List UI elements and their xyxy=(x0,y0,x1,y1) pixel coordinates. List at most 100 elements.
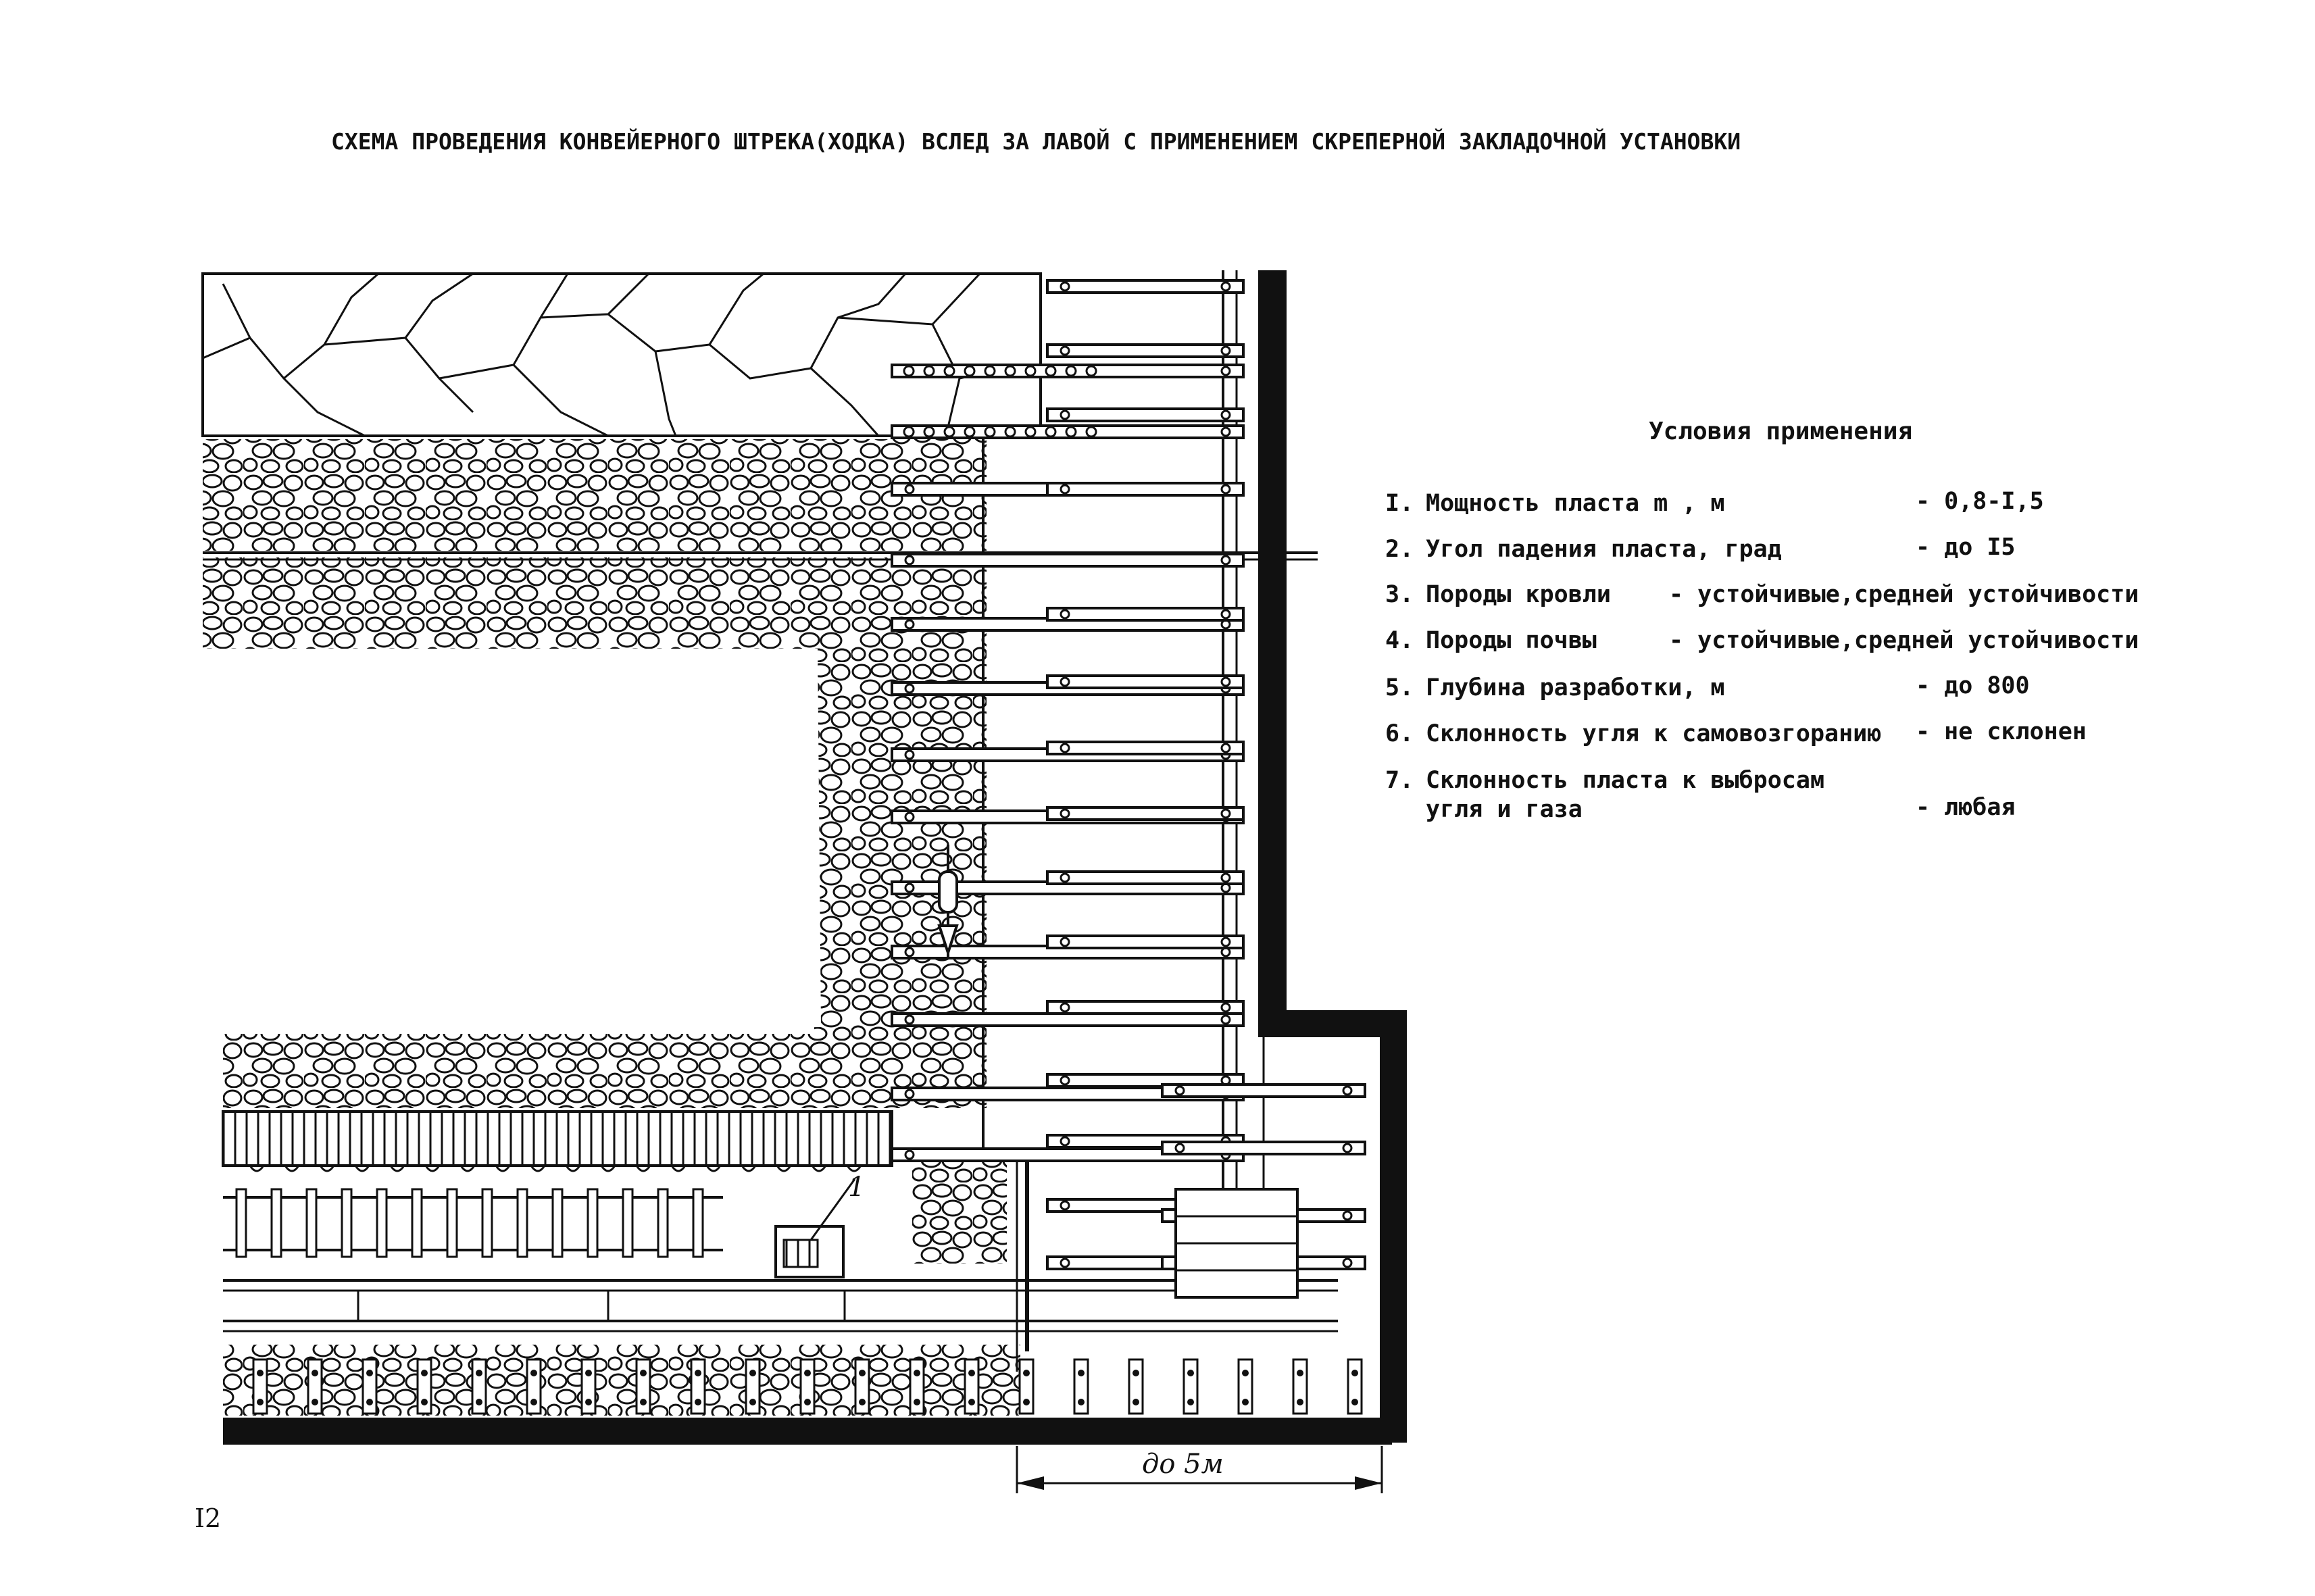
winch-unit xyxy=(774,1178,856,1278)
rail-sleeper xyxy=(587,1188,599,1258)
support-beam xyxy=(1046,870,1245,885)
support-beam xyxy=(1046,674,1245,689)
condition-item: 7.Склонность пласта к выбросам xyxy=(1385,767,1825,794)
arch-prop xyxy=(362,1358,378,1415)
condition-item: 6.Склонность угля к самовозгоранию xyxy=(1385,720,1882,747)
rail-sleeper xyxy=(411,1188,423,1258)
support-beam xyxy=(1161,1141,1366,1155)
arch-prop xyxy=(964,1358,980,1415)
conditions-heading: Условия применения xyxy=(1649,418,1913,445)
conveyor-stud xyxy=(670,1165,687,1172)
arch-prop xyxy=(690,1358,706,1415)
condition-value: - любая xyxy=(1916,794,2016,821)
condition-item: 5.Глубина разработки, м xyxy=(1385,674,1725,701)
conveyor-stud xyxy=(354,1165,370,1172)
arch-prop xyxy=(1292,1358,1308,1415)
arch-prop xyxy=(580,1358,597,1415)
arch-supports-lower xyxy=(252,1358,1363,1415)
condition-value: - 0,8-I,5 xyxy=(1916,488,2044,515)
arch-prop xyxy=(1128,1358,1144,1415)
conveyor-stud xyxy=(811,1165,827,1172)
conveyor-belt xyxy=(222,1110,893,1167)
condition-value: - устойчивые,средней устойчивости xyxy=(1669,581,2139,608)
floor-bar xyxy=(223,1418,1392,1445)
dimension-label: до 5м xyxy=(1142,1449,1224,1480)
conveyor-stud xyxy=(530,1165,546,1172)
condition-item-continuation: угля и газа xyxy=(1426,796,1583,823)
conveyor-stud xyxy=(459,1165,476,1172)
page-number: I2 xyxy=(195,1503,222,1533)
support-beam xyxy=(1046,607,1245,622)
conveyor-stud xyxy=(600,1165,616,1172)
rail-sleeper xyxy=(235,1188,247,1258)
rail-sleeper xyxy=(341,1188,353,1258)
condition-value: - до 800 xyxy=(1916,672,2030,699)
chain-beam xyxy=(903,365,1097,377)
chain-beam xyxy=(903,426,1097,438)
arch-prop xyxy=(1018,1358,1035,1415)
open-area xyxy=(206,649,821,1034)
support-beam xyxy=(1046,806,1245,821)
conveyor-stud xyxy=(389,1165,405,1172)
arch-prop xyxy=(416,1358,432,1415)
rail-sleeper xyxy=(446,1188,458,1258)
backfill-rubble xyxy=(203,439,1020,1416)
arch-prop xyxy=(635,1358,651,1415)
road-bed xyxy=(223,1279,1338,1332)
support-beam xyxy=(1046,343,1245,358)
scraper-block xyxy=(937,845,959,959)
arch-prop xyxy=(854,1358,870,1415)
support-beam xyxy=(1046,407,1245,422)
conveyor-stud xyxy=(284,1165,300,1172)
condition-item: 4.Породы почвы xyxy=(1385,627,1597,654)
condition-value: - до I5 xyxy=(1916,534,2016,561)
conveyor-stud xyxy=(776,1165,792,1172)
condition-value: - не склонен xyxy=(1916,718,2087,745)
rail-sleeper xyxy=(622,1188,634,1258)
arch-prop xyxy=(745,1358,761,1415)
page-title: СХЕМА ПРОВЕДЕНИЯ КОНВЕЙЕРНОГО ШТРЕКА(ХОД… xyxy=(331,128,1741,155)
callout-label: 1 xyxy=(848,1172,865,1203)
rail-sleeper xyxy=(376,1188,388,1258)
arch-prop xyxy=(799,1358,816,1415)
rail-sleeper xyxy=(516,1188,528,1258)
conveyor-stud xyxy=(249,1165,265,1172)
support-beam xyxy=(1046,741,1245,755)
condition-item: 2.Угол падения пласта, град xyxy=(1385,536,1782,563)
conveyor-stud xyxy=(635,1165,651,1172)
support-beam xyxy=(1046,934,1245,949)
rail-sleeper xyxy=(657,1188,669,1258)
arch-prop xyxy=(1183,1358,1199,1415)
arch-prop xyxy=(1073,1358,1089,1415)
rail-track-upper xyxy=(223,1165,862,1258)
support-beam xyxy=(1046,279,1245,294)
conveyor-stud xyxy=(495,1165,511,1172)
arch-prop xyxy=(471,1358,487,1415)
arch-prop xyxy=(526,1358,542,1415)
rail-sleeper xyxy=(692,1188,704,1258)
support-beam xyxy=(891,1012,1245,1027)
condition-value: - устойчивые,средней устойчивости xyxy=(1669,627,2139,654)
condition-item: I.Мощность пласта m , м xyxy=(1385,490,1725,517)
arch-prop xyxy=(1347,1358,1363,1415)
conveyor-stud xyxy=(705,1165,722,1172)
roof-rock xyxy=(201,272,1042,437)
support-beam xyxy=(1161,1083,1366,1098)
rail-sleeper xyxy=(481,1188,493,1258)
arch-prop xyxy=(307,1358,323,1415)
coal-face-boundary xyxy=(1258,270,1407,1443)
conveyor-stud xyxy=(319,1165,335,1172)
support-beam xyxy=(1046,482,1245,497)
support-beam xyxy=(891,553,1245,568)
arch-prop xyxy=(909,1358,925,1415)
rail-sleeper xyxy=(270,1188,282,1258)
arch-prop xyxy=(252,1358,268,1415)
arch-prop xyxy=(1237,1358,1253,1415)
condition-item: 3.Породы кровли xyxy=(1385,581,1611,608)
rail-sleeper xyxy=(551,1188,564,1258)
roof-support-beams xyxy=(891,279,1366,1270)
conveyor-stud xyxy=(741,1165,757,1172)
support-stack xyxy=(1016,1162,1299,1372)
conveyor-stud xyxy=(846,1165,862,1172)
